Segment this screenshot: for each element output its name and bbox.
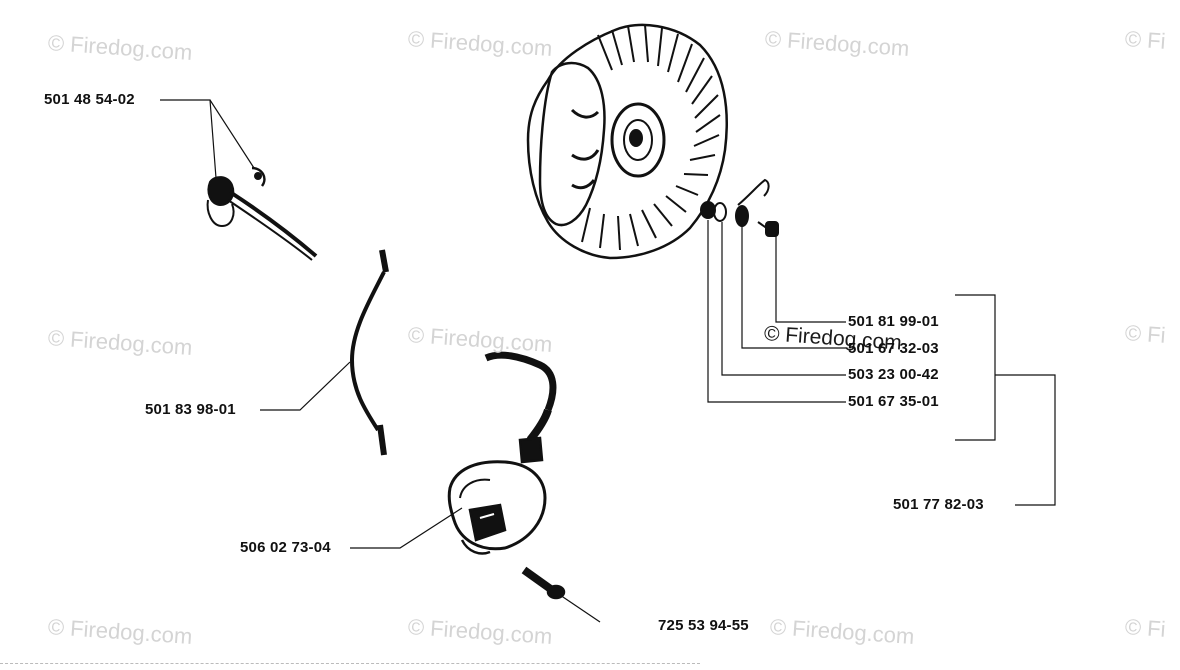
- part-label-506-02-73-04: 506 02 73-04: [240, 539, 331, 556]
- ignition-coil-drawing: [447, 351, 557, 555]
- part-label-503-23-00-42: 503 23 00-42: [848, 366, 939, 383]
- watermark: © Fi: [1124, 320, 1167, 348]
- part-label-501-81-99-01: 501 81 99-01: [848, 313, 939, 330]
- flywheel-drawing: [526, 23, 728, 260]
- part-label-501-77-82-03: 501 77 82-03: [893, 496, 984, 513]
- part-label-501-67-32-03: 501 67 32-03: [848, 340, 939, 357]
- watermark: © Fi: [1124, 26, 1167, 54]
- part-label-501-67-35-01: 501 67 35-01: [848, 393, 939, 410]
- part-label-501-48-54-02: 501 48 54-02: [44, 91, 135, 108]
- switch-terminal-drawing: [206, 166, 318, 261]
- watermark: © Fi: [1124, 614, 1167, 642]
- nut-washer-bolt-hardware: [700, 178, 779, 237]
- part-label-725-53-94-55: 725 53 94-55: [658, 617, 749, 634]
- part-label-501-83-98-01: 501 83 98-01: [145, 401, 236, 418]
- bottom-dashed-rule: [0, 663, 700, 664]
- leader-lines: [160, 99, 1056, 623]
- ignition-wire-drawing: [349, 249, 389, 456]
- coil-screw-drawing: [521, 566, 566, 600]
